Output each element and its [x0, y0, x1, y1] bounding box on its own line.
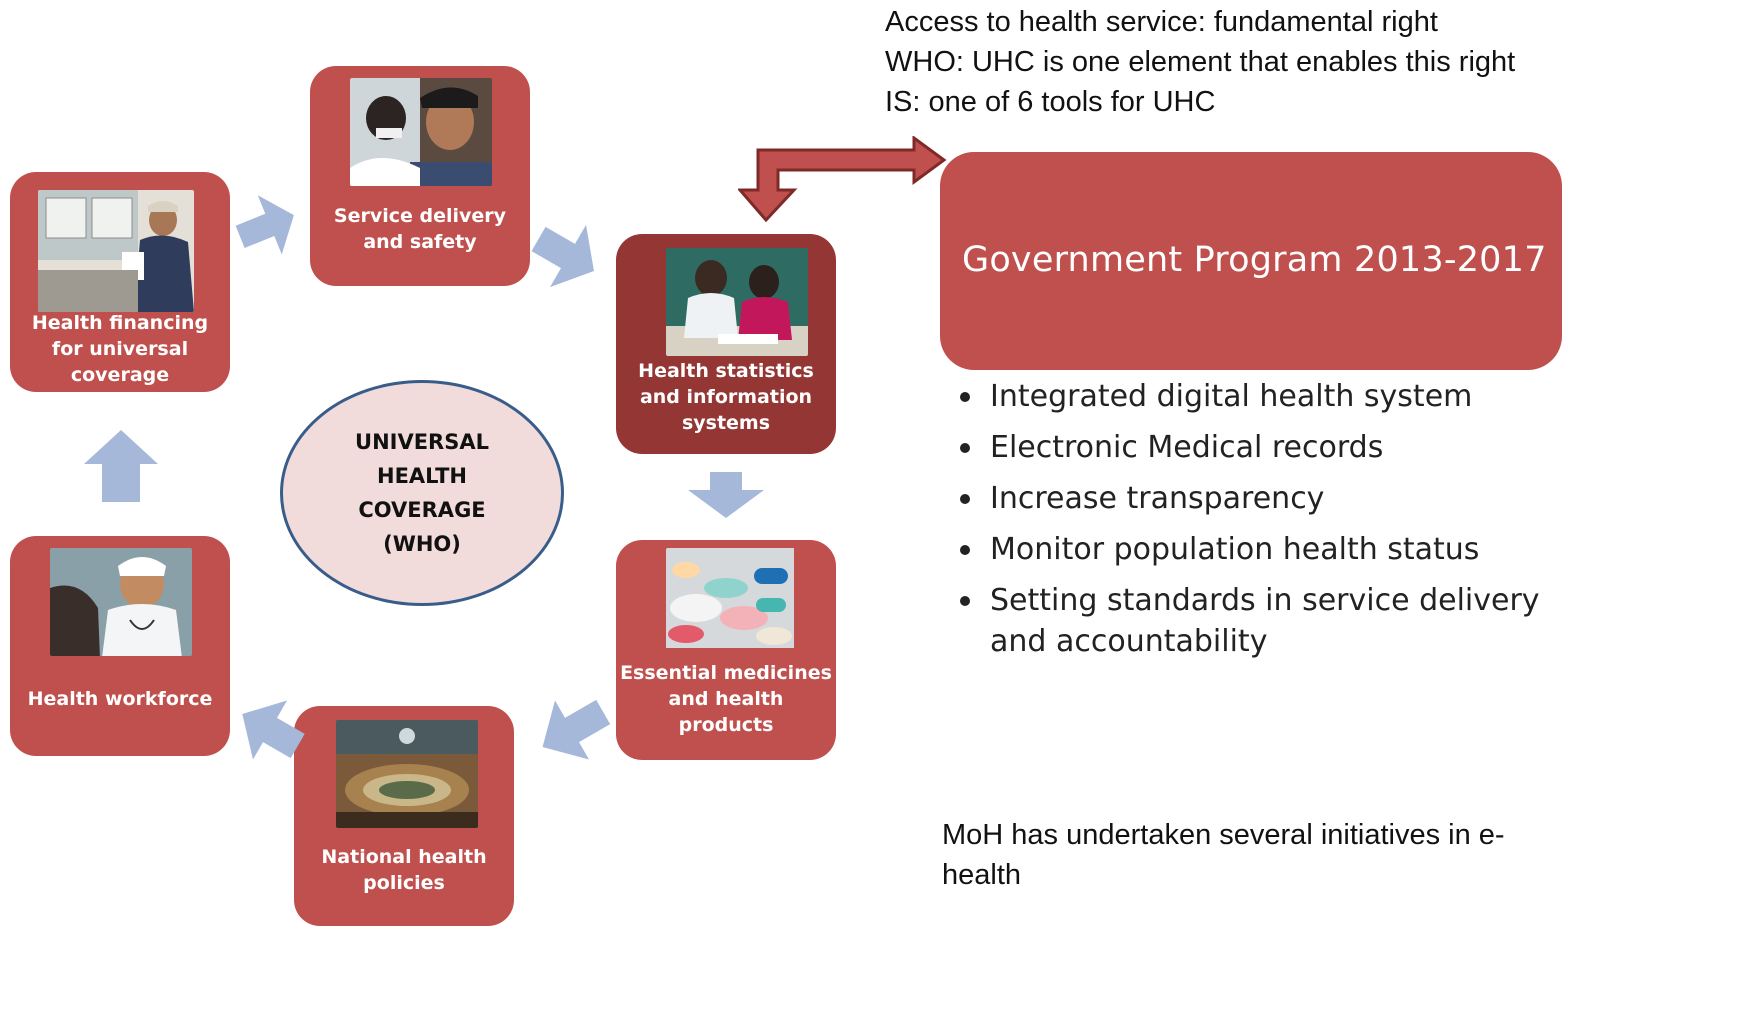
bullet-item: Setting standards in service delivery an… [958, 580, 1578, 662]
note-who-uhc: WHO: UHC is one element that enables thi… [885, 46, 1516, 78]
universal-health-coverage-center: UNIVERSAL HEALTH COVERAGE (WHO) [280, 380, 564, 606]
label-health-workforce: Health workforce [27, 688, 213, 710]
note-is-tools: IS: one of 6 tools for UHC [885, 86, 1216, 118]
box-national-health-policies: National health policies [294, 706, 514, 926]
cycle-arrow-information-to-medicines [688, 472, 764, 518]
bullet-item: Electronic Medical records [958, 427, 1578, 468]
cycle-arrow-policies-to-workforce [242, 700, 305, 760]
label-health-information-systems: Health statistics and information system… [638, 360, 814, 434]
policies-photo [336, 720, 478, 828]
cycle-arrow-medicines-to-policies [542, 699, 611, 760]
note-fundamental-right: Access to health service: fundamental ri… [885, 6, 1438, 38]
label-health-financing: Health financing for universal coverage [31, 312, 209, 386]
box-health-workforce: Health workforce [10, 536, 230, 756]
cycle-arrow-workforce-to-financing [84, 430, 158, 502]
cycle-arrow-financing-to-service [235, 195, 294, 255]
bullet-dot [960, 596, 970, 606]
label-national-health-policies: National health policies [321, 846, 487, 894]
government-program-panel: Government Program 2013-2017 [940, 152, 1562, 370]
bullet-dot [960, 443, 970, 453]
moh-initiatives-note: MoH has undertaken several initiatives i… [942, 819, 1505, 891]
box-health-information-systems: Health statistics and information system… [616, 234, 836, 454]
bullet-dot [960, 545, 970, 555]
government-program-title: Government Program 2013-2017 [962, 240, 1547, 280]
center-label: UNIVERSAL HEALTH COVERAGE (WHO) [355, 430, 489, 556]
bullet-dot [960, 494, 970, 504]
program-bullet-list: Integrated digital health system Electro… [958, 376, 1578, 672]
bullet-dot [960, 392, 970, 402]
bullet-item: Increase transparency [958, 478, 1578, 519]
box-health-financing: Health financing for universal coverage [10, 172, 230, 392]
label-essential-medicines: Essential medicines and health products [620, 662, 832, 736]
cycle-arrow-service-to-information [531, 224, 594, 288]
health-information-photo [666, 248, 808, 356]
workforce-photo [50, 548, 192, 656]
box-service-delivery: Service delivery and safety [310, 66, 530, 286]
bullet-item: Monitor population health status [958, 529, 1578, 570]
service-delivery-photo [350, 78, 492, 186]
medicines-photo [666, 548, 808, 656]
label-service-delivery: Service delivery and safety [333, 205, 507, 253]
box-essential-medicines: Essential medicines and health products [616, 540, 836, 760]
link-arrow-information-to-program [738, 136, 947, 223]
bullet-item: Integrated digital health system [958, 376, 1578, 417]
context-notes: Access to health service: fundamental ri… [885, 2, 1754, 122]
financing-photo [38, 190, 194, 312]
